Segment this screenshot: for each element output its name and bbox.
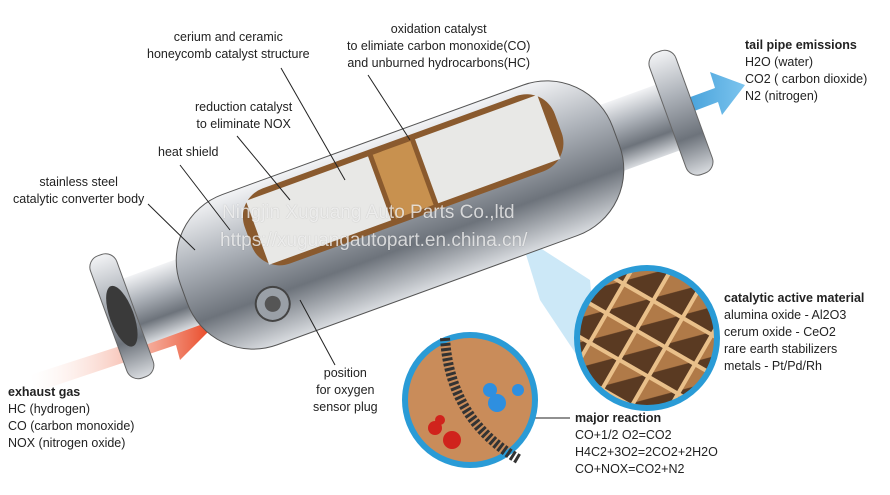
label-line: for oxygen — [316, 383, 375, 397]
reaction-item: CO+1/2 O2=CO2 — [575, 428, 672, 442]
leader-lines — [147, 67, 570, 419]
label-line: position — [323, 366, 367, 380]
label-line: to eliminate NOX — [196, 117, 291, 131]
honeycomb-closeup — [574, 265, 720, 411]
watermark-company: Ningjin Xuguang Auto Parts Co.,ltd — [222, 202, 515, 223]
exhaust-item: HC (hydrogen) — [8, 402, 90, 416]
label-line: sensor plug — [313, 400, 378, 414]
exhaust-title: exhaust gas — [8, 385, 81, 399]
tail-pipe-item: N2 (nitrogen) — [745, 89, 818, 103]
label-honeycomb: cerium and ceramic honeycomb catalyst st… — [147, 29, 310, 63]
exhaust-item: NOX (nitrogen oxide) — [8, 436, 126, 450]
label-line: to elimiate carbon monoxide(CO) — [347, 39, 531, 53]
reaction-block: major reaction CO+1/2 O2=CO2 H4C2+3O2=2C… — [575, 410, 718, 478]
label-line: reduction catalyst — [195, 100, 293, 114]
watermark-url: https://xuguangautopart.en.china.cn/ — [220, 230, 528, 251]
reaction-item: H4C2+3O2=2CO2+2H2O — [575, 445, 718, 459]
label-body: stainless steel catalytic converter body — [13, 174, 144, 208]
active-material-item: cerum oxide - CeO2 — [724, 325, 836, 339]
label-heat-shield: heat shield — [158, 145, 219, 159]
label-oxidation: oxidation catalyst to elimiate carbon mo… — [347, 21, 530, 72]
label-sensor: position for oxygen sensor plug — [313, 365, 378, 416]
label-line: stainless steel — [39, 175, 118, 189]
label-line: catalytic converter body — [13, 192, 145, 206]
active-material-item: rare earth stabilizers — [724, 342, 838, 356]
reaction-title: major reaction — [575, 411, 662, 425]
exhaust-block: exhaust gas HC (hydrogen) CO (carbon mon… — [8, 384, 134, 452]
active-material-block: catalytic active material alumina oxide … — [724, 290, 864, 375]
label-line: oxidation catalyst — [390, 22, 487, 36]
label-line: and unburned hydrocarbons(HC) — [347, 56, 531, 70]
active-material-title: catalytic active material — [724, 291, 865, 305]
active-material-item: alumina oxide - Al2O3 — [724, 308, 847, 322]
label-line: cerium and ceramic — [173, 30, 283, 44]
active-material-item: metals - Pt/Pd/Rh — [724, 359, 822, 373]
label-line: honeycomb catalyst structure — [147, 47, 310, 61]
exhaust-item: CO (carbon monoxide) — [8, 419, 135, 433]
tail-pipe-item: H2O (water) — [745, 55, 814, 69]
reaction-closeup — [402, 332, 538, 468]
converter-body — [89, 49, 714, 380]
reaction-item: CO+NOX=CO2+N2 — [575, 462, 685, 476]
tail-pipe-title: tail pipe emissions — [745, 38, 857, 52]
tail-pipe-block: tail pipe emissions H2O (water) CO2 ( ca… — [745, 37, 867, 105]
tail-pipe-item: CO2 ( carbon dioxide) — [745, 72, 868, 86]
label-reduction: reduction catalyst to eliminate NOX — [195, 99, 292, 133]
